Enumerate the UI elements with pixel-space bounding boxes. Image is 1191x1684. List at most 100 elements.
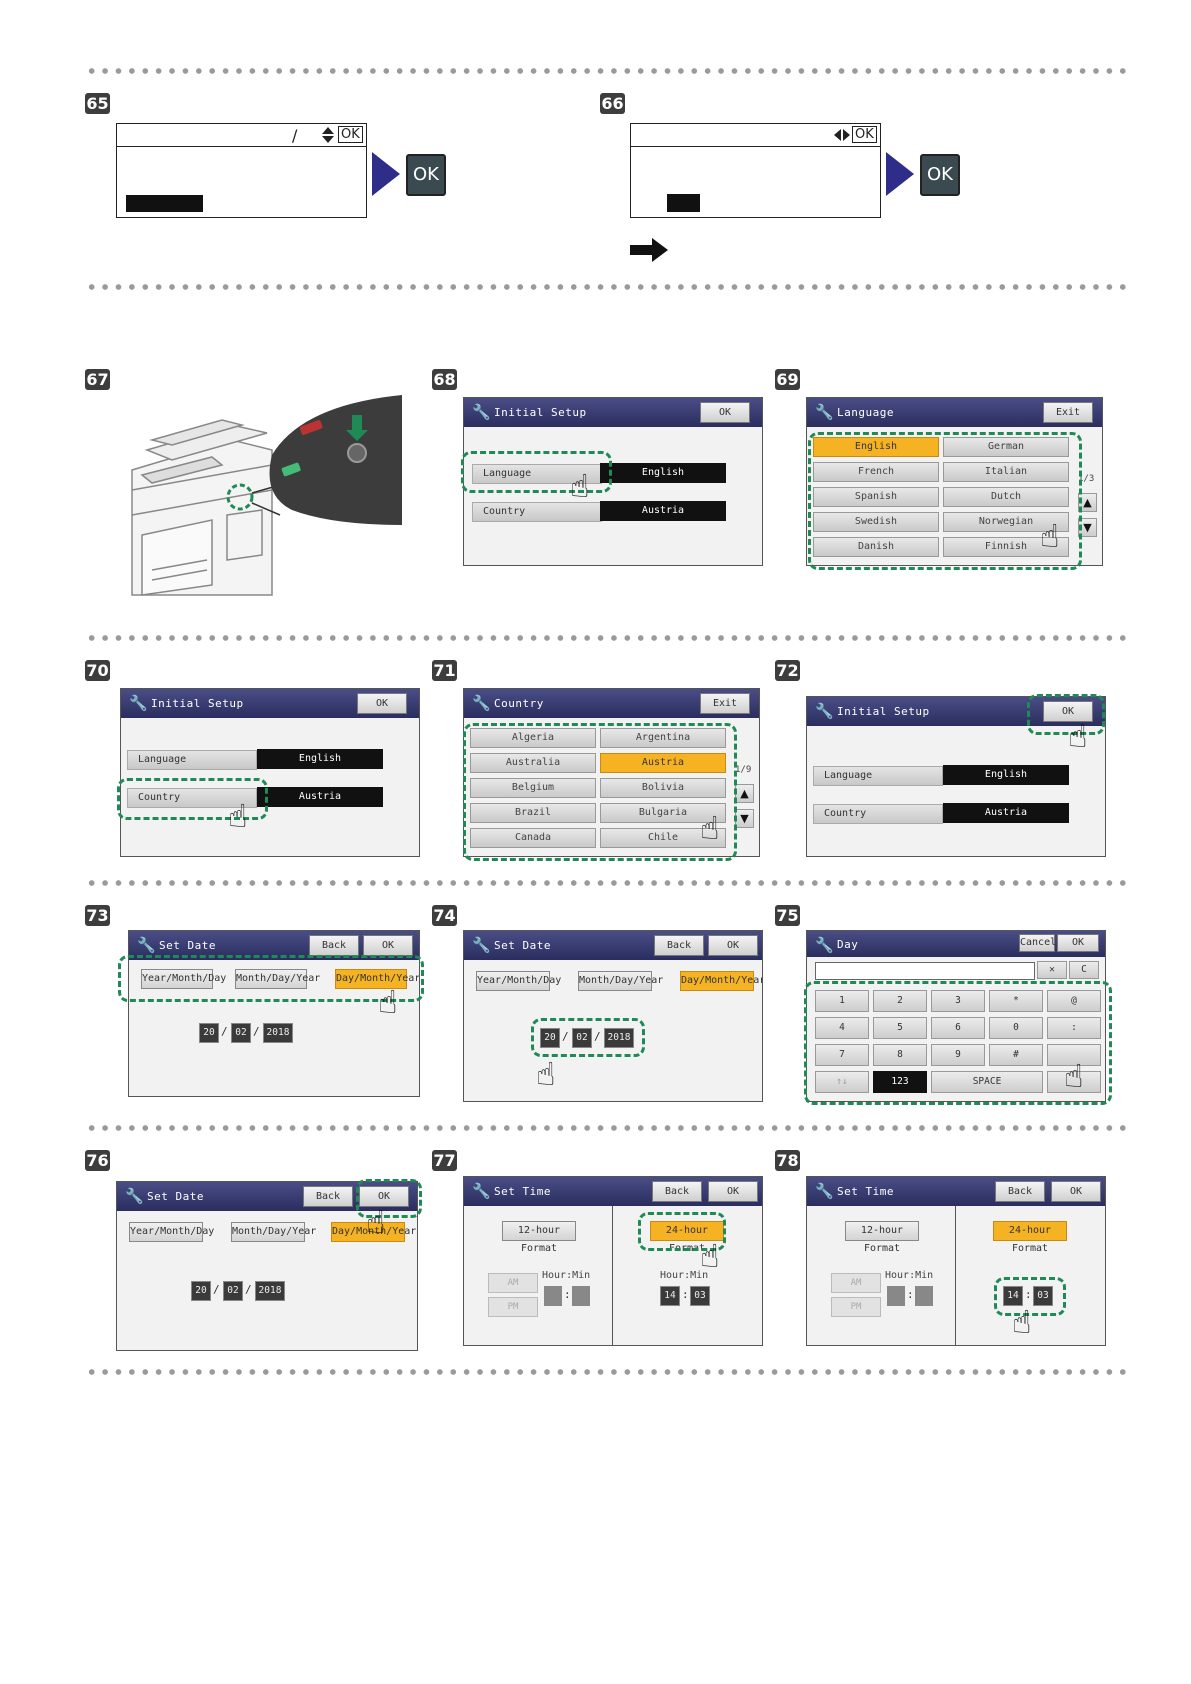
lang-swedish[interactable]: Swedish (813, 512, 939, 532)
key-hash[interactable]: # (989, 1044, 1043, 1066)
ok-hardware-key[interactable]: OK (920, 154, 960, 196)
key-5[interactable]: 5 (873, 1017, 927, 1039)
format-dmy[interactable]: Day/Month/Year (331, 1222, 416, 1242)
format-mdy[interactable]: Month/Day/Year (231, 1222, 316, 1242)
country-label[interactable]: Country (813, 804, 943, 824)
country-label[interactable]: Country (127, 788, 257, 808)
language-label[interactable]: Language (127, 750, 257, 770)
lang-finnish[interactable]: Finnish (943, 537, 1069, 557)
lang-spanish[interactable]: Spanish (813, 487, 939, 507)
country-label[interactable]: Country (472, 502, 602, 522)
scroll-up-button[interactable]: ▲ (1078, 493, 1097, 512)
exit-button[interactable]: Exit (700, 693, 750, 714)
key-1[interactable]: 1 (815, 990, 869, 1012)
month-field[interactable]: 02 (572, 1028, 592, 1048)
lang-italian[interactable]: Italian (943, 462, 1069, 482)
backspace-key[interactable]: ✕ (1037, 961, 1067, 979)
country-chile[interactable]: Chile (600, 828, 726, 848)
month-field[interactable]: 02 (223, 1281, 243, 1301)
year-field[interactable]: 2018 (604, 1028, 634, 1048)
back-button[interactable]: Back (652, 1181, 702, 1202)
format-ymd[interactable]: Year/Month/Day (476, 971, 561, 991)
language-label[interactable]: Language (813, 766, 943, 786)
mode-123-key[interactable]: 123 (873, 1071, 927, 1093)
ok-button[interactable]: OK (359, 1186, 409, 1207)
ok-button[interactable]: OK (1051, 1181, 1101, 1202)
country-algeria[interactable]: Algeria (470, 728, 596, 748)
ok-button[interactable]: OK (1043, 701, 1093, 722)
back-button[interactable]: Back (309, 935, 359, 956)
lang-german[interactable]: German (943, 437, 1069, 457)
ok-button[interactable]: OK (708, 1181, 758, 1202)
day-input-field[interactable] (815, 962, 1035, 980)
scroll-down-button[interactable]: ▼ (1078, 518, 1097, 537)
format-12h[interactable]: 12-hour Format (502, 1221, 576, 1254)
hour-field[interactable]: 14 (1003, 1286, 1023, 1306)
key-0[interactable]: 0 (989, 1017, 1043, 1039)
key-4[interactable]: 4 (815, 1017, 869, 1039)
format-mdy[interactable]: Month/Day/Year (235, 969, 320, 989)
ok-button[interactable]: OK (1057, 934, 1099, 952)
key-8[interactable]: 8 (873, 1044, 927, 1066)
minute-field[interactable]: 03 (690, 1286, 710, 1306)
date-separator: / (221, 1025, 228, 1038)
key-blank[interactable] (1047, 1071, 1101, 1093)
country-canada[interactable]: Canada (470, 828, 596, 848)
key-6[interactable]: 6 (931, 1017, 985, 1039)
space-key[interactable]: SPACE (931, 1071, 1043, 1093)
country-austria[interactable]: Austria (600, 753, 726, 773)
format-dmy[interactable]: Day/Month/Year (335, 969, 419, 989)
format-12h[interactable]: 12-hour Format (845, 1221, 919, 1254)
lang-english[interactable]: English (813, 437, 939, 457)
scroll-up-button[interactable]: ▲ (735, 784, 754, 803)
format-dmy[interactable]: Day/Month/Year (680, 971, 762, 991)
key-colon[interactable]: : (1047, 1017, 1101, 1039)
back-button[interactable]: Back (654, 935, 704, 956)
country-bolivia[interactable]: Bolivia (600, 778, 726, 798)
exit-button[interactable]: Exit (1043, 402, 1093, 423)
key-7[interactable]: 7 (815, 1044, 869, 1066)
ok-hardware-key[interactable]: OK (406, 154, 446, 196)
day-field[interactable]: 20 (191, 1281, 211, 1301)
lang-norwegian[interactable]: Norwegian (943, 512, 1069, 532)
ok-button[interactable]: OK (700, 402, 750, 423)
scroll-down-button[interactable]: ▼ (735, 809, 754, 828)
format-24h[interactable]: 24-hour Format (993, 1221, 1067, 1254)
back-button[interactable]: Back (303, 1186, 353, 1207)
lang-french[interactable]: French (813, 462, 939, 482)
cancel-button[interactable]: Cancel (1019, 934, 1056, 952)
key-enter[interactable] (1047, 1044, 1101, 1066)
lang-danish[interactable]: Danish (813, 537, 939, 557)
key-3[interactable]: 3 (931, 990, 985, 1012)
wrench-icon: 🔧 (472, 694, 491, 712)
language-value: English (600, 463, 726, 483)
year-field[interactable]: 2018 (263, 1023, 293, 1043)
country-brazil[interactable]: Brazil (470, 803, 596, 823)
format-ymd[interactable]: Year/Month/Day (141, 969, 226, 989)
key-asterisk[interactable]: * (989, 990, 1043, 1012)
hour-field[interactable]: 14 (660, 1286, 680, 1306)
day-field[interactable]: 20 (199, 1023, 219, 1043)
format-ymd[interactable]: Year/Month/Day (129, 1222, 214, 1242)
minute-field[interactable]: 03 (1033, 1286, 1053, 1306)
screen-header: 🔧 Set Date Back OK (464, 931, 762, 960)
month-field[interactable]: 02 (231, 1023, 251, 1043)
day-field[interactable]: 20 (540, 1028, 560, 1048)
lang-dutch[interactable]: Dutch (943, 487, 1069, 507)
country-bulgaria[interactable]: Bulgaria (600, 803, 726, 823)
back-button[interactable]: Back (995, 1181, 1045, 1202)
country-argentina[interactable]: Argentina (600, 728, 726, 748)
country-australia[interactable]: Australia (470, 753, 596, 773)
clear-key[interactable]: C (1069, 961, 1099, 979)
key-2[interactable]: 2 (873, 990, 927, 1012)
key-9[interactable]: 9 (931, 1044, 985, 1066)
ok-button[interactable]: OK (363, 935, 413, 956)
ok-button[interactable]: OK (357, 693, 407, 714)
year-field[interactable]: 2018 (255, 1281, 285, 1301)
shift-key[interactable]: ↑↓ (815, 1071, 869, 1093)
key-at[interactable]: @ (1047, 990, 1101, 1012)
ok-button[interactable]: OK (708, 935, 758, 956)
country-belgium[interactable]: Belgium (470, 778, 596, 798)
format-mdy[interactable]: Month/Day/Year (578, 971, 663, 991)
highlight-time-fields (994, 1277, 1066, 1316)
